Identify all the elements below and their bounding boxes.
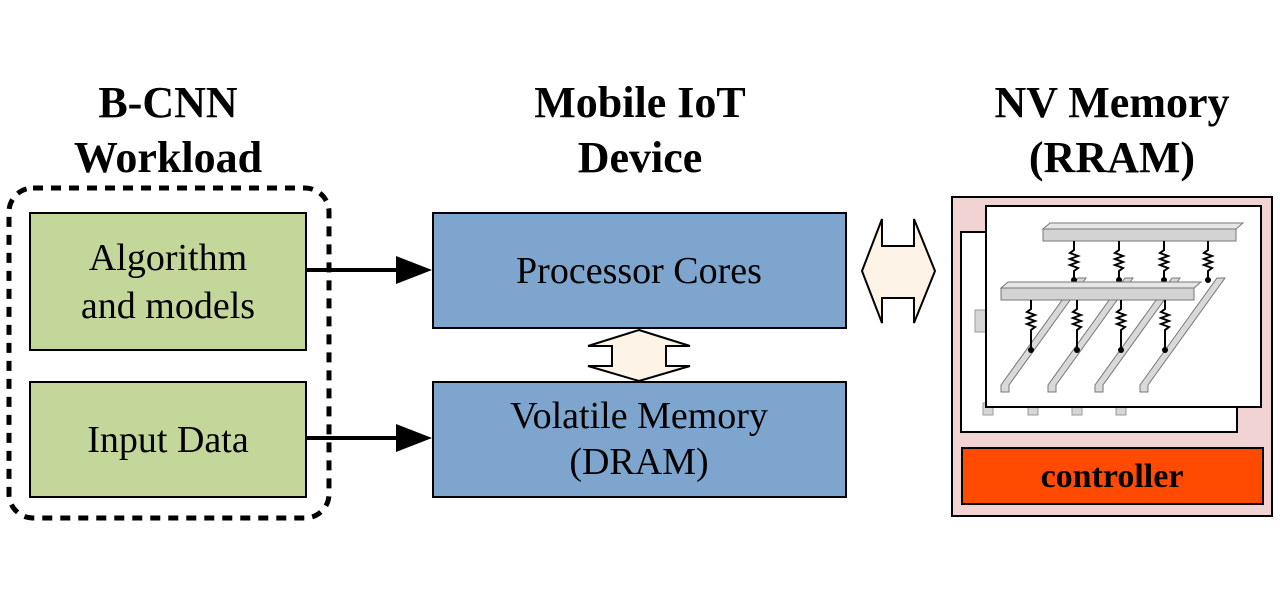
crossbar-top-line-lower-front xyxy=(1000,287,1195,301)
algorithm-label-line1: Algorithm xyxy=(89,237,247,279)
workload-group-border xyxy=(6,185,332,521)
volatile-memory-box: Volatile Memory (DRAM) xyxy=(432,381,847,498)
rram-cell-u4 xyxy=(1201,241,1215,280)
input-data-box-rect xyxy=(29,381,307,498)
arrow-algorithm-to-processor-head xyxy=(396,256,432,284)
rram-cell-dots-lower xyxy=(1028,347,1168,353)
crossbar-top-line-upper xyxy=(1041,222,1245,230)
crossbar-top-line-upper-front xyxy=(1042,228,1237,242)
controller-label: controller xyxy=(1041,458,1184,495)
rram-cell-l4 xyxy=(1158,300,1172,350)
volatile-memory-label-line2: (DRAM) xyxy=(569,441,708,483)
crossbar-bottom-line-2 xyxy=(1047,277,1134,393)
device-nvm-bidirectional-arrow-shape xyxy=(860,218,937,324)
crossbar-bottom-line-3 xyxy=(1094,277,1181,393)
workload-header-line2: Workload xyxy=(74,133,262,182)
controller-rect xyxy=(961,447,1264,505)
device-header-line2: Device xyxy=(578,133,703,182)
rram-cell-l2 xyxy=(1070,300,1084,350)
nvm-header-line2: (RRAM) xyxy=(1029,133,1195,182)
rram-cell-l1 xyxy=(1024,300,1038,350)
processor-cores-box: Processor Cores xyxy=(432,212,847,329)
processor-cores-label: Processor Cores xyxy=(516,250,762,292)
workload-header-line1: B-CNN xyxy=(98,78,238,127)
device-header-line1: Mobile IoT xyxy=(534,78,745,127)
crossbar-bottom-line-4 xyxy=(1139,277,1226,393)
algorithm-box-rect xyxy=(29,212,307,351)
crossbar-top-line-lower xyxy=(999,281,1203,289)
rram-cell-l3 xyxy=(1114,300,1128,350)
rram-cell-u3 xyxy=(1157,241,1171,280)
algorithm-label-line2: and models xyxy=(81,285,255,327)
rram-cell-u2 xyxy=(1112,241,1126,280)
input-data-label: Input Data xyxy=(87,419,249,461)
rram-cell-u1 xyxy=(1067,241,1081,280)
algorithm-box: Algorithm and models xyxy=(29,212,307,351)
processor-cores-rect xyxy=(432,212,847,329)
controller-box: controller xyxy=(961,447,1264,505)
crossbar-bottom-lines xyxy=(1000,277,1226,393)
rram-cells-upper-row xyxy=(1067,241,1215,280)
arrow-input-to-memory-head xyxy=(396,424,432,452)
crossbar-bottom-line-1 xyxy=(1000,277,1087,393)
nvm-header-line1: NV Memory xyxy=(995,78,1230,127)
processor-memory-bidirectional-arrow xyxy=(587,328,691,383)
input-data-box: Input Data xyxy=(29,381,307,498)
rram-cells-lower-row xyxy=(1024,300,1172,350)
volatile-memory-rect xyxy=(432,381,847,498)
volatile-memory-label-line1: Volatile Memory xyxy=(510,395,768,437)
